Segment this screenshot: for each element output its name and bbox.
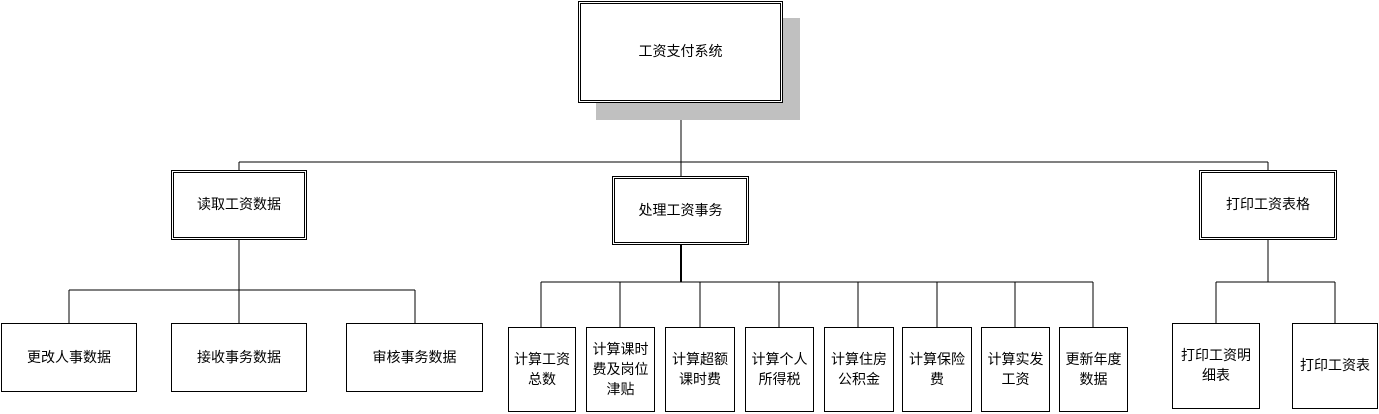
- node-label: 计算超额课时费: [672, 351, 728, 388]
- node-process-child-1: 计算工资总数: [508, 327, 576, 412]
- node-label: 计算个人所得税: [751, 351, 808, 388]
- node-process-salary-affairs: 处理工资事务: [612, 176, 749, 245]
- node-process-child-8: 更新年度数据: [1059, 327, 1128, 412]
- node-label: 更新年度数据: [1065, 351, 1122, 388]
- node-label: 计算保险费: [909, 351, 965, 388]
- node-label: 读取工资数据: [197, 197, 281, 213]
- node-read-child-3: 审核事务数据: [346, 323, 483, 392]
- node-label: 计算工资总数: [514, 351, 570, 388]
- node-process-child-2: 计算课时费及岗位津贴: [586, 327, 655, 412]
- node-print-salary-tables: 打印工资表格: [1199, 170, 1337, 240]
- node-print-child-1: 打印工资明细表: [1172, 323, 1260, 409]
- root-node-label: 工资支付系统: [638, 44, 723, 60]
- node-read-child-1: 更改人事数据: [1, 323, 137, 392]
- node-label: 处理工资事务: [638, 202, 723, 219]
- root-node: 工资支付系统: [578, 1, 783, 103]
- node-read-child-2: 接收事务数据: [171, 323, 307, 392]
- node-read-salary-data: 读取工资数据: [171, 170, 307, 240]
- node-label: 打印工资表: [1300, 358, 1370, 374]
- node-label: 计算住房公积金: [831, 351, 887, 388]
- node-process-child-5: 计算住房公积金: [824, 327, 894, 412]
- node-label: 打印工资明细表: [1181, 348, 1251, 384]
- node-label: 审核事务数据: [372, 349, 457, 366]
- node-label: 计算课时费及岗位津贴: [592, 341, 649, 398]
- node-print-child-2: 打印工资表: [1292, 323, 1378, 409]
- node-label: 打印工资表格: [1226, 197, 1310, 213]
- node-label: 接收事务数据: [197, 349, 281, 366]
- node-label: 更改人事数据: [27, 349, 111, 366]
- node-label: 计算实发工资: [987, 351, 1044, 388]
- node-process-child-3: 计算超额课时费: [665, 327, 735, 412]
- node-process-child-6: 计算保险费: [902, 327, 972, 412]
- node-process-child-4: 计算个人所得税: [745, 327, 814, 412]
- node-process-child-7: 计算实发工资: [981, 327, 1050, 412]
